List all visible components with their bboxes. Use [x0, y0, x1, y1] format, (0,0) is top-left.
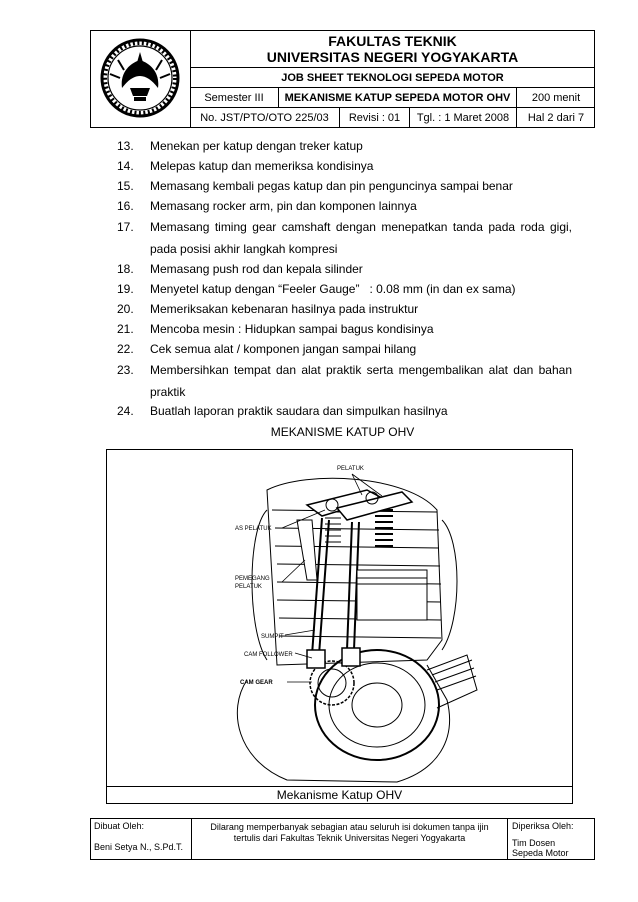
label-sumpit: SUMPIT [261, 634, 284, 640]
topic-cell: MEKANISME KATUP SEPEDA MOTOR OHV [278, 87, 517, 108]
list-item: 19.Menyetel katup dengan “Feeler Gauge” … [117, 282, 516, 296]
date-cell: Tgl. : 1 Maret 2008 [409, 107, 517, 128]
footer-notice: Dilarang memperbanyak sebagian atau selu… [192, 818, 508, 860]
revision: Revisi : 01 [348, 112, 401, 124]
doc-number: No. JST/PTO/OTO 225/03 [200, 112, 329, 124]
header-block [90, 30, 595, 128]
footer-checked-by: Diperiksa Oleh: Tim Dosen Sepeda Motor [508, 818, 595, 860]
duration: 200 menit [531, 91, 581, 104]
list-item: 17.Memasang timing gear camshaft dengan … [117, 220, 572, 256]
copyright-notice: Dilarang memperbanyak sebagian atau selu… [210, 822, 489, 843]
ohv-valve-mechanism-illustration: PELATUK AS PELATUK PEMEGANG PELATUK SUMP… [235, 466, 478, 783]
figure-caption: Mekanisme Katup OHV [276, 788, 403, 802]
figure-frame: PELATUK AS PELATUK PEMEGANG PELATUK SUMP… [106, 449, 573, 804]
semester: Semester III [204, 91, 264, 104]
figure-heading: MEKANISME KATUP OHV [270, 425, 415, 439]
footer-made-by: Dibuat Oleh: Beni Setya N., S.Pd.T. [90, 818, 192, 860]
duration-cell: 200 menit [516, 87, 595, 108]
list-item: 14.Melepas katup dan memeriksa kondisiny… [117, 159, 374, 173]
label-pelatuk: PELATUK [337, 466, 364, 472]
page-number: Hal 2 dari 7 [527, 112, 585, 124]
label-pemegang-1: PEMEGANG [235, 576, 270, 582]
job-sheet-title: JOB SHEET TEKNOLOGI SEPEDA MOTOR [281, 71, 504, 84]
list-item: 21.Mencoba mesin : Hidupkan sampai bagus… [117, 322, 434, 336]
label-cam-follower: CAM FOLLOWER [244, 652, 293, 658]
semester-cell: Semester III [190, 87, 279, 108]
list-item: 22.Cek semua alat / komponen jangan samp… [117, 342, 417, 356]
footer-block [90, 818, 595, 860]
list-item: 23.Membersihkan tempat dan alat praktik … [117, 363, 572, 399]
checked-by-name-1: Tim Dosen [512, 838, 556, 848]
label-as-pelatuk: AS PELATUK [235, 526, 272, 532]
label-cam-gear: CAM GEAR [240, 680, 273, 686]
figure-caption-divider [107, 786, 572, 787]
list-item: 15.Memasang kembali pegas katup dan pin … [117, 179, 513, 193]
university-title: UNIVERSITAS NEGERI YOGYAKARTA [266, 48, 519, 65]
logo-cell [90, 30, 191, 128]
doc-number-cell: No. JST/PTO/OTO 225/03 [190, 107, 340, 128]
title-cell: FAKULTAS TEKNIK UNIVERSITAS NEGERI YOGYA… [190, 30, 595, 68]
made-by-name: Beni Setya N., S.Pd.T. [94, 842, 184, 852]
list-item: 13.Menekan per katup dengan treker katup [117, 139, 363, 153]
list-item: 20.Memeriksakan kebenaran hasilnya pada … [117, 302, 419, 316]
job-sheet-cell: JOB SHEET TEKNOLOGI SEPEDA MOTOR [190, 67, 595, 88]
list-item: 24.Buatlah laporan praktik saudara dan s… [117, 404, 448, 418]
university-logo [100, 38, 180, 118]
page-cell: Hal 2 dari 7 [516, 107, 595, 128]
topic-title: MEKANISME KATUP SEPEDA MOTOR OHV [284, 91, 511, 104]
label-pemegang-2: PELATUK [235, 584, 262, 590]
checked-by-name-2: Sepeda Motor [512, 848, 569, 858]
made-by-label: Dibuat Oleh: [94, 821, 145, 831]
checked-by-label: Diperiksa Oleh: [512, 821, 574, 831]
faculty-title: FAKULTAS TEKNIK [328, 32, 457, 49]
list-item: 16.Memasang rocker arm, pin dan komponen… [117, 199, 417, 213]
date: Tgl. : 1 Maret 2008 [416, 112, 510, 124]
list-item: 18.Memasang push rod dan kepala silinder [117, 262, 363, 276]
revision-cell: Revisi : 01 [339, 107, 410, 128]
